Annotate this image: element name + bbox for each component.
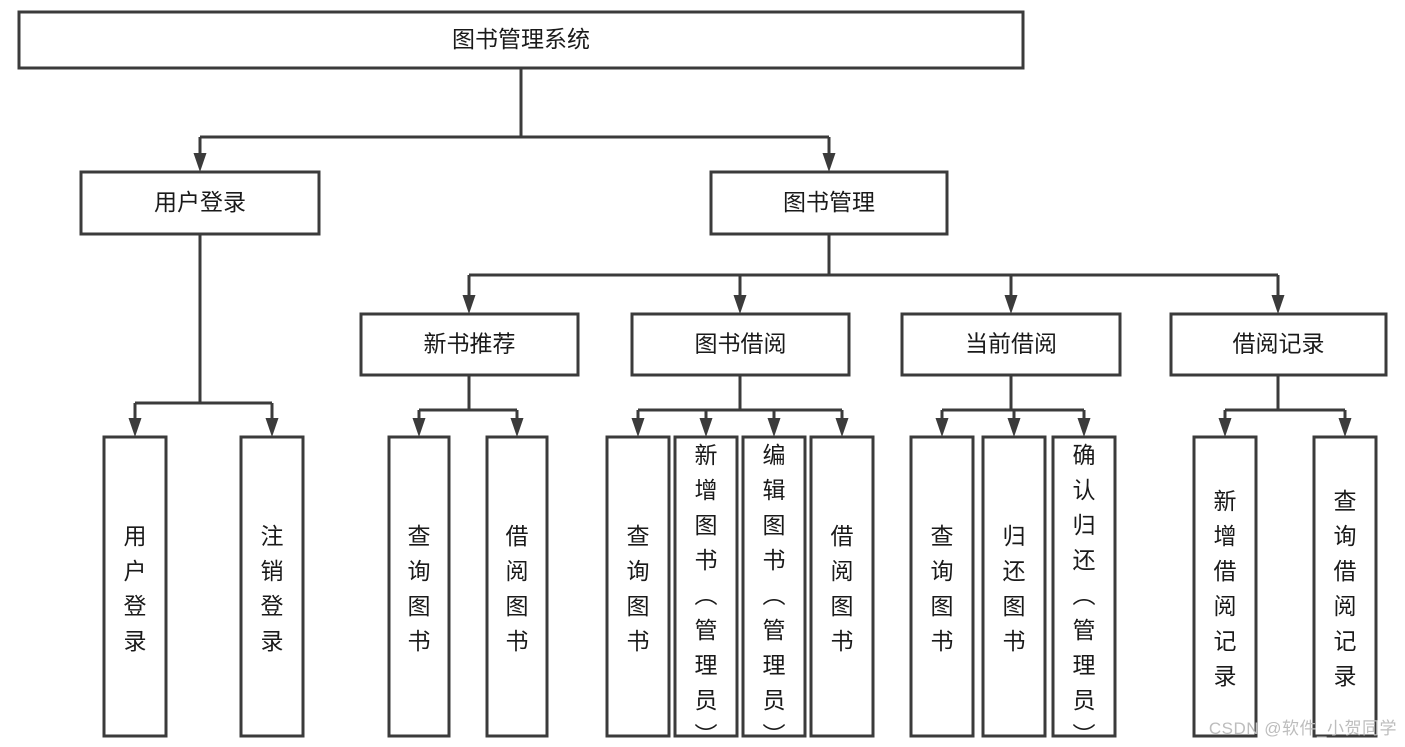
node-label: 归还图书 bbox=[1003, 523, 1026, 654]
node-leaf-query-book-current[interactable]: 查询图书 bbox=[909, 435, 975, 738]
node-leaf-borrow-book-recommend[interactable]: 借阅图书 bbox=[485, 435, 549, 738]
node-label: 查询图书 bbox=[408, 523, 431, 654]
node-label: 用户登录 bbox=[154, 189, 246, 215]
node-root[interactable]: 图书管理系统 bbox=[17, 10, 1025, 70]
node-user-login[interactable]: 用户登录 bbox=[79, 170, 321, 236]
node-label: 图书管理 bbox=[783, 189, 875, 215]
nodes-layer: 图书管理系统用户登录图书管理新书推荐图书借阅当前借阅借阅记录用户登录注销登录查询… bbox=[17, 10, 1388, 747]
connector-current-borrow bbox=[935, 375, 1091, 437]
node-leaf-borrow-book[interactable]: 借阅图书 bbox=[809, 435, 875, 738]
node-label: 图书借阅 bbox=[695, 331, 787, 357]
node-label: 图书管理系统 bbox=[452, 26, 590, 52]
node-label: 新增借阅记录 bbox=[1214, 488, 1237, 689]
node-label: 查询图书 bbox=[627, 523, 650, 654]
node-leaf-add-borrow-record[interactable]: 新增借阅记录 bbox=[1192, 435, 1258, 738]
node-leaf-return-book[interactable]: 归还图书 bbox=[981, 435, 1047, 738]
connector-root bbox=[193, 68, 836, 172]
node-label: 查询图书 bbox=[931, 523, 954, 654]
node-borrow-record[interactable]: 借阅记录 bbox=[1169, 312, 1388, 377]
connectors-layer bbox=[128, 68, 1352, 437]
node-label: 查询借阅记录 bbox=[1334, 488, 1357, 689]
node-label: 新增图书︵管理员︶ bbox=[695, 442, 718, 747]
connector-book-borrow bbox=[631, 375, 849, 437]
node-leaf-edit-book[interactable]: 编辑图书︵管理员︶ bbox=[741, 435, 807, 747]
node-label: 编辑图书︵管理员︶ bbox=[763, 442, 786, 747]
node-leaf-user-login[interactable]: 用户登录 bbox=[102, 435, 168, 738]
node-leaf-confirm-return[interactable]: 确认归还︵管理员︶ bbox=[1051, 435, 1117, 747]
node-label: 注销登录 bbox=[261, 523, 284, 654]
connector-book-manage bbox=[462, 234, 1285, 314]
node-leaf-add-book[interactable]: 新增图书︵管理员︶ bbox=[673, 435, 739, 747]
node-book-manage[interactable]: 图书管理 bbox=[709, 170, 949, 236]
connector-new-book-recommend bbox=[412, 375, 524, 437]
node-label: 借阅记录 bbox=[1233, 331, 1325, 357]
node-label: 借阅图书 bbox=[506, 523, 529, 654]
csdn-watermark: CSDN @软件_小贺同学 bbox=[1208, 719, 1397, 738]
node-label: 确认归还︵管理员︶ bbox=[1073, 442, 1096, 747]
node-current-borrow[interactable]: 当前借阅 bbox=[900, 312, 1122, 377]
node-leaf-query-book-borrow[interactable]: 查询图书 bbox=[605, 435, 671, 738]
node-label: 新书推荐 bbox=[424, 331, 516, 357]
node-book-borrow[interactable]: 图书借阅 bbox=[630, 312, 851, 377]
connector-borrow-record bbox=[1218, 375, 1352, 437]
node-leaf-query-borrow-record[interactable]: 查询借阅记录 bbox=[1312, 435, 1378, 738]
node-label: 借阅图书 bbox=[831, 523, 854, 654]
node-label: 用户登录 bbox=[124, 523, 147, 654]
node-leaf-query-book-recommend[interactable]: 查询图书 bbox=[387, 435, 451, 738]
node-new-book-recommend[interactable]: 新书推荐 bbox=[359, 312, 580, 377]
connector-user-login bbox=[128, 234, 279, 437]
node-label: 当前借阅 bbox=[965, 331, 1057, 357]
node-leaf-logout[interactable]: 注销登录 bbox=[239, 435, 305, 738]
